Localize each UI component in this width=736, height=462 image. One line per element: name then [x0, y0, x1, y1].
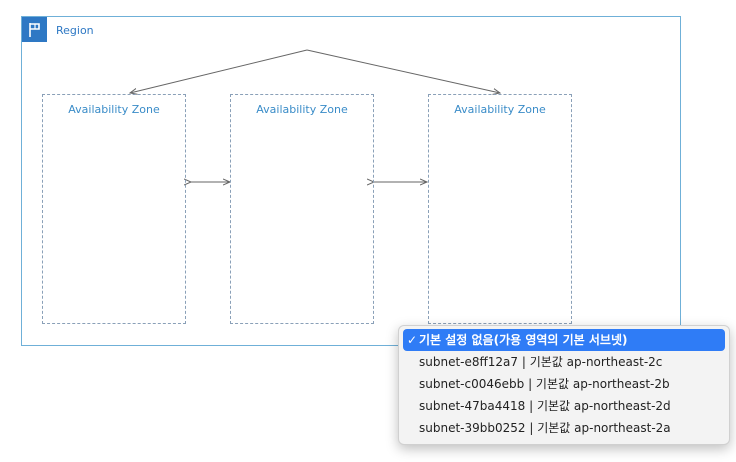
availability-zone-3: Availability Zone	[428, 94, 572, 324]
availability-zone-1: Availability Zone	[42, 94, 186, 324]
menu-item-subnet[interactable]: subnet-c0046ebb | 기본값 ap-northeast-2b	[403, 373, 725, 395]
menu-item-label: subnet-39bb0252 | 기본값 ap-northeast-2a	[419, 421, 671, 435]
zone-label: Availability Zone	[256, 103, 348, 116]
menu-item-label: 기본 설정 없음(가용 영역의 기본 서브넷)	[419, 333, 628, 347]
zone-label: Availability Zone	[68, 103, 160, 116]
menu-item-subnet[interactable]: subnet-39bb0252 | 기본값 ap-northeast-2a	[403, 417, 725, 439]
region-label: Region	[56, 24, 94, 37]
menu-item-label: subnet-e8ff12a7 | 기본값 ap-northeast-2c	[419, 355, 663, 369]
menu-item-subnet[interactable]: subnet-47ba4418 | 기본값 ap-northeast-2d	[403, 395, 725, 417]
checkmark-icon: ✓	[407, 333, 418, 347]
zone-label: Availability Zone	[454, 103, 546, 116]
region-container	[21, 16, 681, 346]
availability-zone-2: Availability Zone	[230, 94, 374, 324]
menu-item-subnet[interactable]: subnet-e8ff12a7 | 기본값 ap-northeast-2c	[403, 351, 725, 373]
menu-item-label: subnet-c0046ebb | 기본값 ap-northeast-2b	[419, 377, 670, 391]
menu-item-label: subnet-47ba4418 | 기본값 ap-northeast-2d	[419, 399, 671, 413]
flag-icon	[22, 17, 47, 42]
menu-item-default[interactable]: ✓기본 설정 없음(가용 영역의 기본 서브넷)	[403, 329, 725, 351]
subnet-dropdown-menu[interactable]: ✓기본 설정 없음(가용 영역의 기본 서브넷) subnet-e8ff12a7…	[398, 325, 730, 445]
